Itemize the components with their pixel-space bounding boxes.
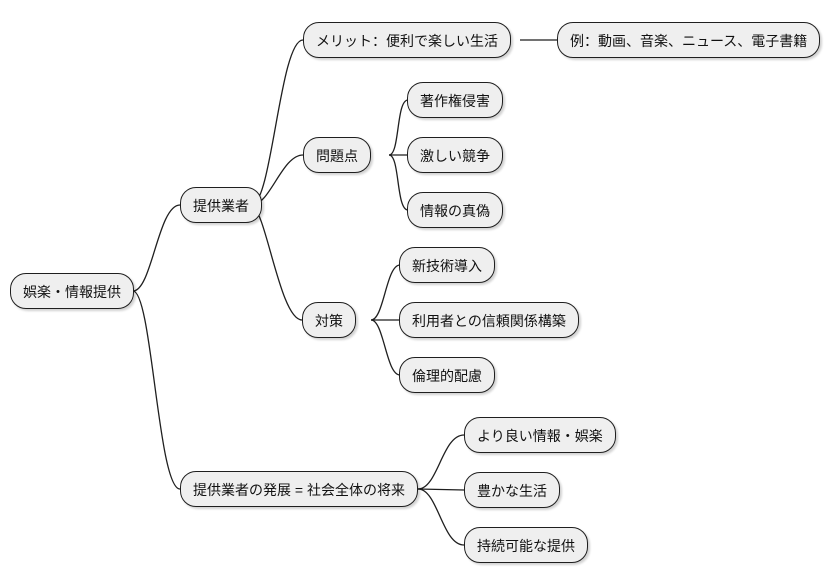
edge-provider-merit [251, 39, 304, 206]
node-copyright[interactable]: 著作権侵害 [407, 82, 503, 118]
edge-measures-newtech [370, 264, 401, 321]
node-richlife[interactable]: 豊かな生活 [464, 472, 560, 508]
node-example[interactable]: 例：動画、音楽、ニュース、電子書籍 [557, 22, 821, 58]
edge-provider-measures [251, 205, 303, 321]
node-development[interactable]: 提供業者の発展 = 社会全体の将来 [180, 471, 418, 507]
node-ethics[interactable]: 倫理的配慮 [399, 357, 495, 393]
edge-development-richlife [417, 488, 465, 491]
edge-root-provider [132, 204, 181, 292]
node-truth[interactable]: 情報の真偽 [407, 192, 503, 228]
node-sustainable[interactable]: 持続可能な提供 [464, 527, 588, 563]
edge-development-sustainable [417, 488, 465, 546]
edge-development-better [417, 434, 465, 490]
node-trust[interactable]: 利用者との信頼関係構築 [399, 302, 579, 338]
node-better[interactable]: より良い情報・娯楽 [464, 417, 616, 453]
node-provider[interactable]: 提供業者 [180, 187, 262, 223]
edge-problems-copyright [388, 99, 409, 156]
edge-problems-truth [388, 154, 409, 211]
node-problems[interactable]: 問題点 [303, 137, 371, 173]
node-measures[interactable]: 対策 [302, 302, 356, 338]
node-merit[interactable]: メリット：便利で楽しい生活 [303, 22, 511, 58]
node-newtech[interactable]: 新技術導入 [399, 247, 495, 283]
edge-measures-ethics [370, 319, 401, 376]
node-competition[interactable]: 激しい競争 [407, 137, 503, 173]
edge-root-development [132, 290, 181, 490]
node-root[interactable]: 娯楽・情報提供 [10, 273, 134, 309]
